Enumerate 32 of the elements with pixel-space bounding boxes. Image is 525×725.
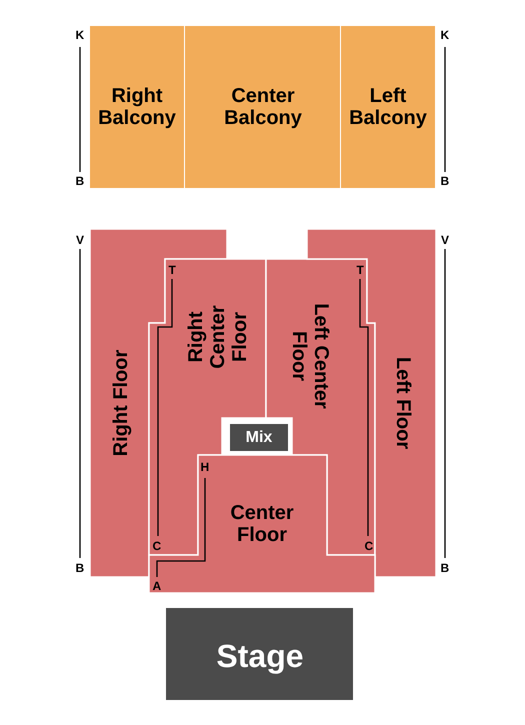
row-label: T <box>168 264 176 276</box>
section-label: Left Center Floor <box>288 302 332 411</box>
section-label: Center Balcony <box>223 85 303 129</box>
row-label: K <box>440 29 450 41</box>
row-label: C <box>152 540 162 552</box>
seating-section <box>341 26 435 188</box>
seating-section <box>185 26 340 188</box>
row-label: B <box>76 562 84 574</box>
seating-section <box>166 608 353 700</box>
section-label: Right Floor <box>110 348 132 458</box>
section-label: Right Balcony <box>97 85 177 129</box>
row-label: A <box>152 580 162 592</box>
section-label: Left Balcony <box>348 85 428 129</box>
row-label: B <box>440 562 450 574</box>
seating-section <box>90 26 184 188</box>
seating-section <box>230 424 288 451</box>
row-label: T <box>356 264 364 276</box>
section-label: Mix <box>244 428 274 446</box>
row-label: V <box>441 234 450 246</box>
seating-section <box>307 229 436 577</box>
row-label: B <box>440 175 450 187</box>
row-label: V <box>76 234 84 246</box>
section-label: Center Floor <box>229 502 295 546</box>
section-label: Left Floor <box>392 356 414 452</box>
row-label: B <box>76 175 84 187</box>
seating-section <box>90 229 227 577</box>
row-label: K <box>76 29 84 41</box>
section-label: Stage <box>215 638 305 674</box>
row-label: C <box>364 540 374 552</box>
row-label: H <box>200 461 210 473</box>
seating-section <box>149 455 375 593</box>
section-label: Right Center Floor <box>185 304 251 371</box>
